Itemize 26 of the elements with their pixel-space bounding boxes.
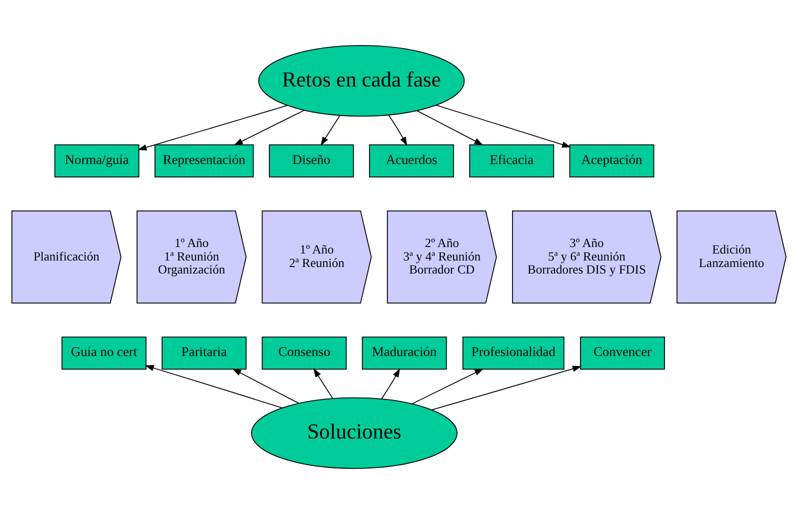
node-ellipse: Retos en cada fase	[258, 45, 465, 117]
node-box: Norma/guía	[54, 144, 140, 178]
arrow	[313, 368, 334, 399]
node-ellipse: Soluciones	[251, 397, 458, 469]
node-box: Diseño	[268, 144, 354, 178]
arrow	[432, 366, 582, 410]
arrow	[320, 115, 340, 146]
node-box: Convencer	[580, 336, 665, 370]
arrow	[412, 368, 484, 404]
arrow	[381, 368, 400, 400]
node-box: Eficacia	[469, 144, 554, 178]
node-box: Aceptación	[569, 144, 654, 178]
node-box: Maduración	[362, 336, 447, 370]
arrow	[388, 114, 408, 146]
arrow	[416, 110, 484, 146]
node-box: Representación	[154, 144, 254, 178]
node-box: Profesionalidad	[462, 336, 564, 370]
arrow	[144, 364, 283, 408]
node-box: Acuerdos	[369, 144, 454, 178]
arrow	[138, 105, 288, 150]
arrow	[234, 110, 305, 146]
node-box: Guía no cert	[62, 336, 146, 370]
node-box: Paritaria	[162, 336, 247, 370]
arrow	[436, 104, 571, 148]
arrow	[232, 368, 300, 404]
node-box: Consenso	[262, 336, 347, 370]
